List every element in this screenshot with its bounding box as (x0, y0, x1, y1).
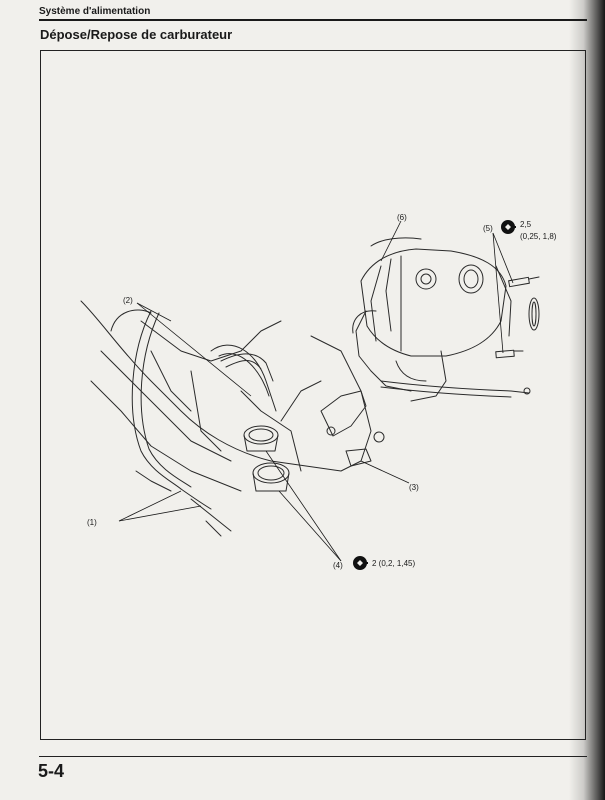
header-rule (39, 19, 587, 21)
carburetor-illustration (80, 220, 540, 562)
callout-2: (2) (123, 296, 133, 305)
torque-wrench-icon (501, 220, 516, 234)
callout-6: (6) (397, 213, 407, 222)
callout-4: (4) (333, 561, 343, 570)
callout-1: (1) (87, 518, 97, 527)
page-title: Dépose/Repose de carburateur (40, 27, 233, 42)
page-edge-shadow (569, 0, 605, 800)
torque-5-value: 2,5 (520, 220, 532, 229)
figure-frame: (1) (2) (3) (4) (5) (6) 2,5 (0,25, 1,8) … (40, 50, 586, 740)
callout-5: (5) (483, 224, 493, 233)
page-number: 5-4 (38, 761, 65, 781)
section-header: Système d'alimentation (39, 6, 151, 17)
bottom-rule (39, 756, 587, 757)
torque-5-units: (0,25, 1,8) (520, 232, 557, 241)
torque-4-value: 2 (0,2, 1,45) (372, 559, 416, 568)
torque-wrench-icon (353, 556, 368, 570)
callout-3: (3) (409, 483, 419, 492)
